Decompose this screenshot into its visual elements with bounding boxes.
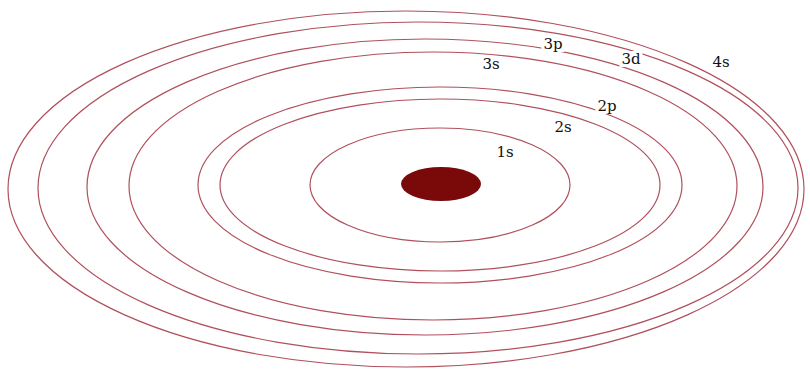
- shell-ring: [8, 11, 804, 367]
- shell-ring: [310, 128, 570, 242]
- orbital-label: 2p: [595, 98, 618, 114]
- shell-ring: [87, 39, 763, 335]
- orbital-label: 3p: [541, 36, 564, 52]
- shell-ring: [198, 87, 682, 283]
- orbital-label: 2s: [552, 119, 573, 135]
- shell-ring: [38, 22, 798, 354]
- shell-ring: [129, 52, 737, 320]
- nucleus: [401, 167, 481, 201]
- orbital-label: 4s: [710, 54, 731, 70]
- orbital-label: 3s: [480, 56, 501, 72]
- shell-ring: [220, 99, 660, 271]
- orbital-label: 1s: [494, 144, 515, 160]
- orbital-label: 3d: [619, 51, 642, 67]
